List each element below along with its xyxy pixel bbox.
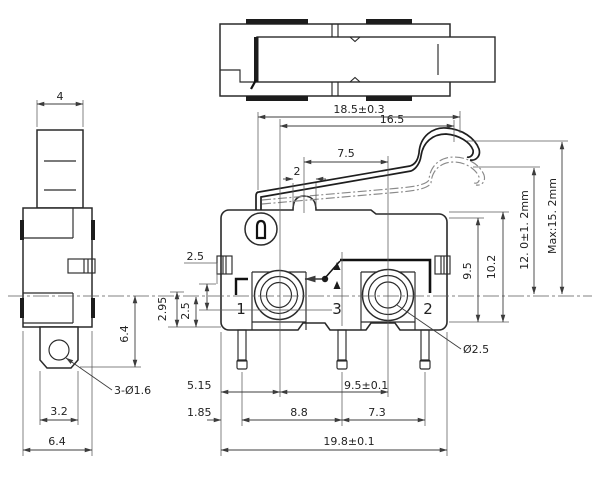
hole-note-label: 3-Ø1.6 <box>114 384 151 397</box>
side-view <box>20 129 96 369</box>
solder-tab <box>39 326 79 369</box>
dim-pin-hole-dia: Ø2.5 <box>463 343 489 356</box>
plunger <box>36 129 84 209</box>
top-view <box>219 19 496 101</box>
dia-leader <box>396 304 462 350</box>
latch-mark <box>91 220 95 240</box>
extension-lines <box>22 100 568 456</box>
terminal-3-label: 3 <box>332 300 342 318</box>
circuit-path <box>340 258 432 293</box>
latch-mark <box>20 220 24 240</box>
dim-left-a: 2.95 <box>156 297 169 322</box>
dim-side-body-width: 6.4 <box>48 435 66 448</box>
dim-left-b: 2.5 <box>179 302 192 320</box>
hole-leader <box>65 357 113 391</box>
dim-overall-width: 19.8±0.1 <box>323 435 374 448</box>
terminal-boss-2 <box>360 271 416 330</box>
dim-free-position: 12. 0±1. 2mm <box>518 190 531 270</box>
dim-edge-to-pin1: 1.85 <box>187 406 212 419</box>
pins <box>236 329 431 370</box>
dim-pivot-span: 7.5 <box>337 147 355 160</box>
dim-side-center-height: 6.4 <box>118 325 131 343</box>
up-arrow-icon <box>333 281 341 289</box>
dim-right-b: 10.2 <box>485 255 498 280</box>
top-lever-plate <box>256 36 496 83</box>
left-latch <box>216 255 233 275</box>
terminal-2-label: 2 <box>423 300 433 318</box>
dim-tab-width: 3.2 <box>50 405 68 418</box>
contact-pivot-dot <box>321 275 329 283</box>
side-body <box>22 207 93 328</box>
lever-arm <box>255 127 481 210</box>
tab-hole <box>48 339 70 361</box>
dim-right-a: 9.5 <box>461 262 474 280</box>
front-view <box>216 195 451 370</box>
terminal-1-label: 1 <box>236 300 246 318</box>
terminal-hole-1 <box>253 269 305 321</box>
dim-max-height: Max:15. 2mm <box>546 178 559 254</box>
latch-mark <box>20 298 24 318</box>
dim-lever-overall: 18.5±0.3 <box>333 103 384 116</box>
lever-phantom-position <box>261 156 486 205</box>
dim-pin1-pin3: 8.8 <box>290 406 308 419</box>
dim-plunger-width: 4 <box>57 90 64 103</box>
dim-edge-to-hole1: 5.15 <box>187 379 212 392</box>
terminal-boss-1 <box>251 271 307 330</box>
dim-hole-spacing: 9.5±0.1 <box>344 379 388 392</box>
latch-mark <box>91 298 95 318</box>
up-arrow-icon <box>333 262 341 270</box>
right-latch <box>434 255 451 275</box>
circuit-bracket <box>234 277 248 295</box>
dim-left-offset: 2.5 <box>187 250 205 263</box>
dim-lever-free: 16.5 <box>380 113 405 126</box>
dimension-lines <box>22 101 565 453</box>
dimension-labels: 4 6.4 3-Ø1.6 3.2 6.4 18.5±0.3 16.5 7.5 2… <box>48 90 559 448</box>
dim-boss-width: 2 <box>294 165 301 178</box>
keyhole-slot <box>255 219 267 240</box>
dim-pin3-pin2: 7.3 <box>368 406 386 419</box>
mounting-circle <box>244 212 278 246</box>
